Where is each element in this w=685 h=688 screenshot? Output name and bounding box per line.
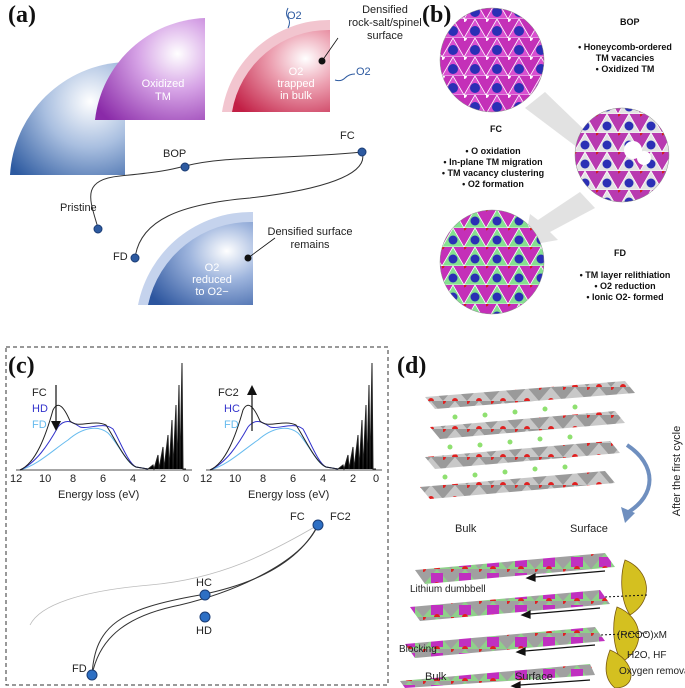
panel-b-graphic bbox=[439, 7, 670, 315]
o2-gas-label-1: O2 bbox=[287, 10, 302, 22]
right-fd-curve bbox=[209, 427, 339, 471]
fc-marker-c bbox=[312, 519, 324, 531]
bop-marker bbox=[180, 162, 190, 172]
left-spectra bbox=[19, 404, 149, 471]
fc2-label-c: FC2 bbox=[330, 511, 351, 523]
left-sharp-peaks bbox=[147, 362, 186, 471]
hd-marker bbox=[199, 611, 211, 623]
o2-escape-arrow-1 bbox=[286, 7, 290, 29]
discharge-curve bbox=[134, 151, 364, 259]
panel-c-label: (c) bbox=[8, 353, 35, 379]
panel-d-label: (d) bbox=[397, 353, 427, 379]
o2-gas-label-2: O2 bbox=[356, 66, 371, 78]
rcoo-label: (RCOO)xM bbox=[617, 630, 667, 641]
left-legend-fd: FD bbox=[32, 419, 47, 431]
left-fc-curve bbox=[19, 404, 149, 471]
pristine-marker bbox=[93, 224, 103, 234]
arrow-fc-to-fd bbox=[524, 192, 595, 246]
left-legend-hd: HD bbox=[32, 403, 48, 415]
right-legend-fc2: FC2 bbox=[218, 387, 239, 399]
bop-structure bbox=[440, 8, 544, 112]
lithium-dumbbell-label: Lithium dumbbell bbox=[410, 584, 486, 595]
oxygen-removal-label: Oxygen removal bbox=[619, 666, 685, 677]
first-charge-curve bbox=[29, 524, 319, 626]
right-legend-arrow bbox=[247, 385, 257, 431]
fd-marker-c bbox=[86, 669, 98, 681]
eels-plot-right bbox=[206, 362, 382, 471]
panel-d: (d) bbox=[395, 345, 685, 688]
panel-d-graphic bbox=[400, 381, 652, 688]
panel-c: (c) FC HD FD 12 10 8 6 4 2 0 Energy loss… bbox=[0, 345, 395, 688]
fc-structure bbox=[575, 108, 669, 202]
bop-label: BOP bbox=[163, 148, 187, 160]
top-layered-structure bbox=[420, 381, 635, 499]
bottom-degraded-structure bbox=[400, 553, 615, 688]
panel-b-label: (b) bbox=[422, 2, 452, 28]
hc-marker bbox=[199, 589, 211, 601]
eels-plot-left bbox=[16, 362, 192, 471]
left-legend-arrow bbox=[51, 385, 61, 431]
fc-description: • O oxidation• In-plane TM migration• TM… bbox=[441, 146, 545, 189]
right-legend-fd: FD bbox=[224, 419, 239, 431]
h2o-hf-label: H2O, HF bbox=[627, 650, 667, 661]
right-fc2-curve bbox=[209, 404, 339, 471]
right-spectra bbox=[209, 404, 339, 471]
panel-a-graphic bbox=[10, 7, 367, 305]
charge-curve bbox=[90, 151, 363, 229]
fd-label-c: FD bbox=[72, 663, 87, 675]
cycle-arrow bbox=[625, 443, 652, 515]
bop-title: BOP bbox=[620, 17, 640, 27]
blocking-label: Blocking bbox=[399, 644, 437, 655]
right-hc-curve bbox=[209, 421, 339, 471]
pristine-label: Pristine bbox=[60, 202, 97, 214]
right-x-axis-label: Energy loss (eV) bbox=[248, 489, 330, 501]
hc-label-c: HC bbox=[196, 577, 212, 589]
surface-coating bbox=[605, 559, 647, 688]
hd-label-c: HD bbox=[196, 625, 212, 637]
fc-title: FC bbox=[490, 124, 502, 134]
bulk-top-label: Bulk bbox=[455, 523, 477, 535]
bulk-bottom-label: Bulk bbox=[425, 671, 447, 683]
panel-c-frame bbox=[5, 346, 389, 686]
fc-label-c: FC bbox=[290, 511, 305, 523]
pristine-particle bbox=[10, 62, 125, 175]
fc-marker bbox=[357, 147, 367, 157]
trapped-o2-particle bbox=[232, 29, 330, 112]
right-sharp-peaks bbox=[337, 362, 376, 471]
left-fd-curve bbox=[19, 427, 149, 471]
fc-label: FC bbox=[340, 130, 355, 142]
o2-escape-arrow-2 bbox=[334, 73, 356, 82]
left-legend-fc: FC bbox=[32, 387, 47, 399]
right-legend-hc: HC bbox=[224, 403, 240, 415]
panel-a-label: (a) bbox=[8, 2, 36, 28]
fd-title: FD bbox=[614, 248, 626, 258]
panel-a: (a) bbox=[0, 0, 422, 320]
oxidized-particle bbox=[95, 18, 205, 120]
discharge-curve-c bbox=[91, 524, 319, 676]
fd-label: FD bbox=[113, 251, 128, 263]
after-first-cycle-label: After the first cycle bbox=[671, 425, 683, 517]
surface-bottom-label: Surface bbox=[515, 671, 553, 683]
fd-marker bbox=[130, 253, 140, 263]
fd-description: • TM layer relithiation• O2 reduction• I… bbox=[579, 270, 671, 302]
voltage-profile-c bbox=[29, 519, 324, 681]
surface-top-label: Surface bbox=[570, 523, 608, 535]
fd-particle bbox=[148, 221, 253, 305]
left-hd-curve bbox=[19, 421, 149, 471]
panel-b: (b) bbox=[420, 0, 685, 330]
fd-structure bbox=[440, 210, 544, 314]
left-x-axis-label: Energy loss (eV) bbox=[58, 489, 140, 501]
